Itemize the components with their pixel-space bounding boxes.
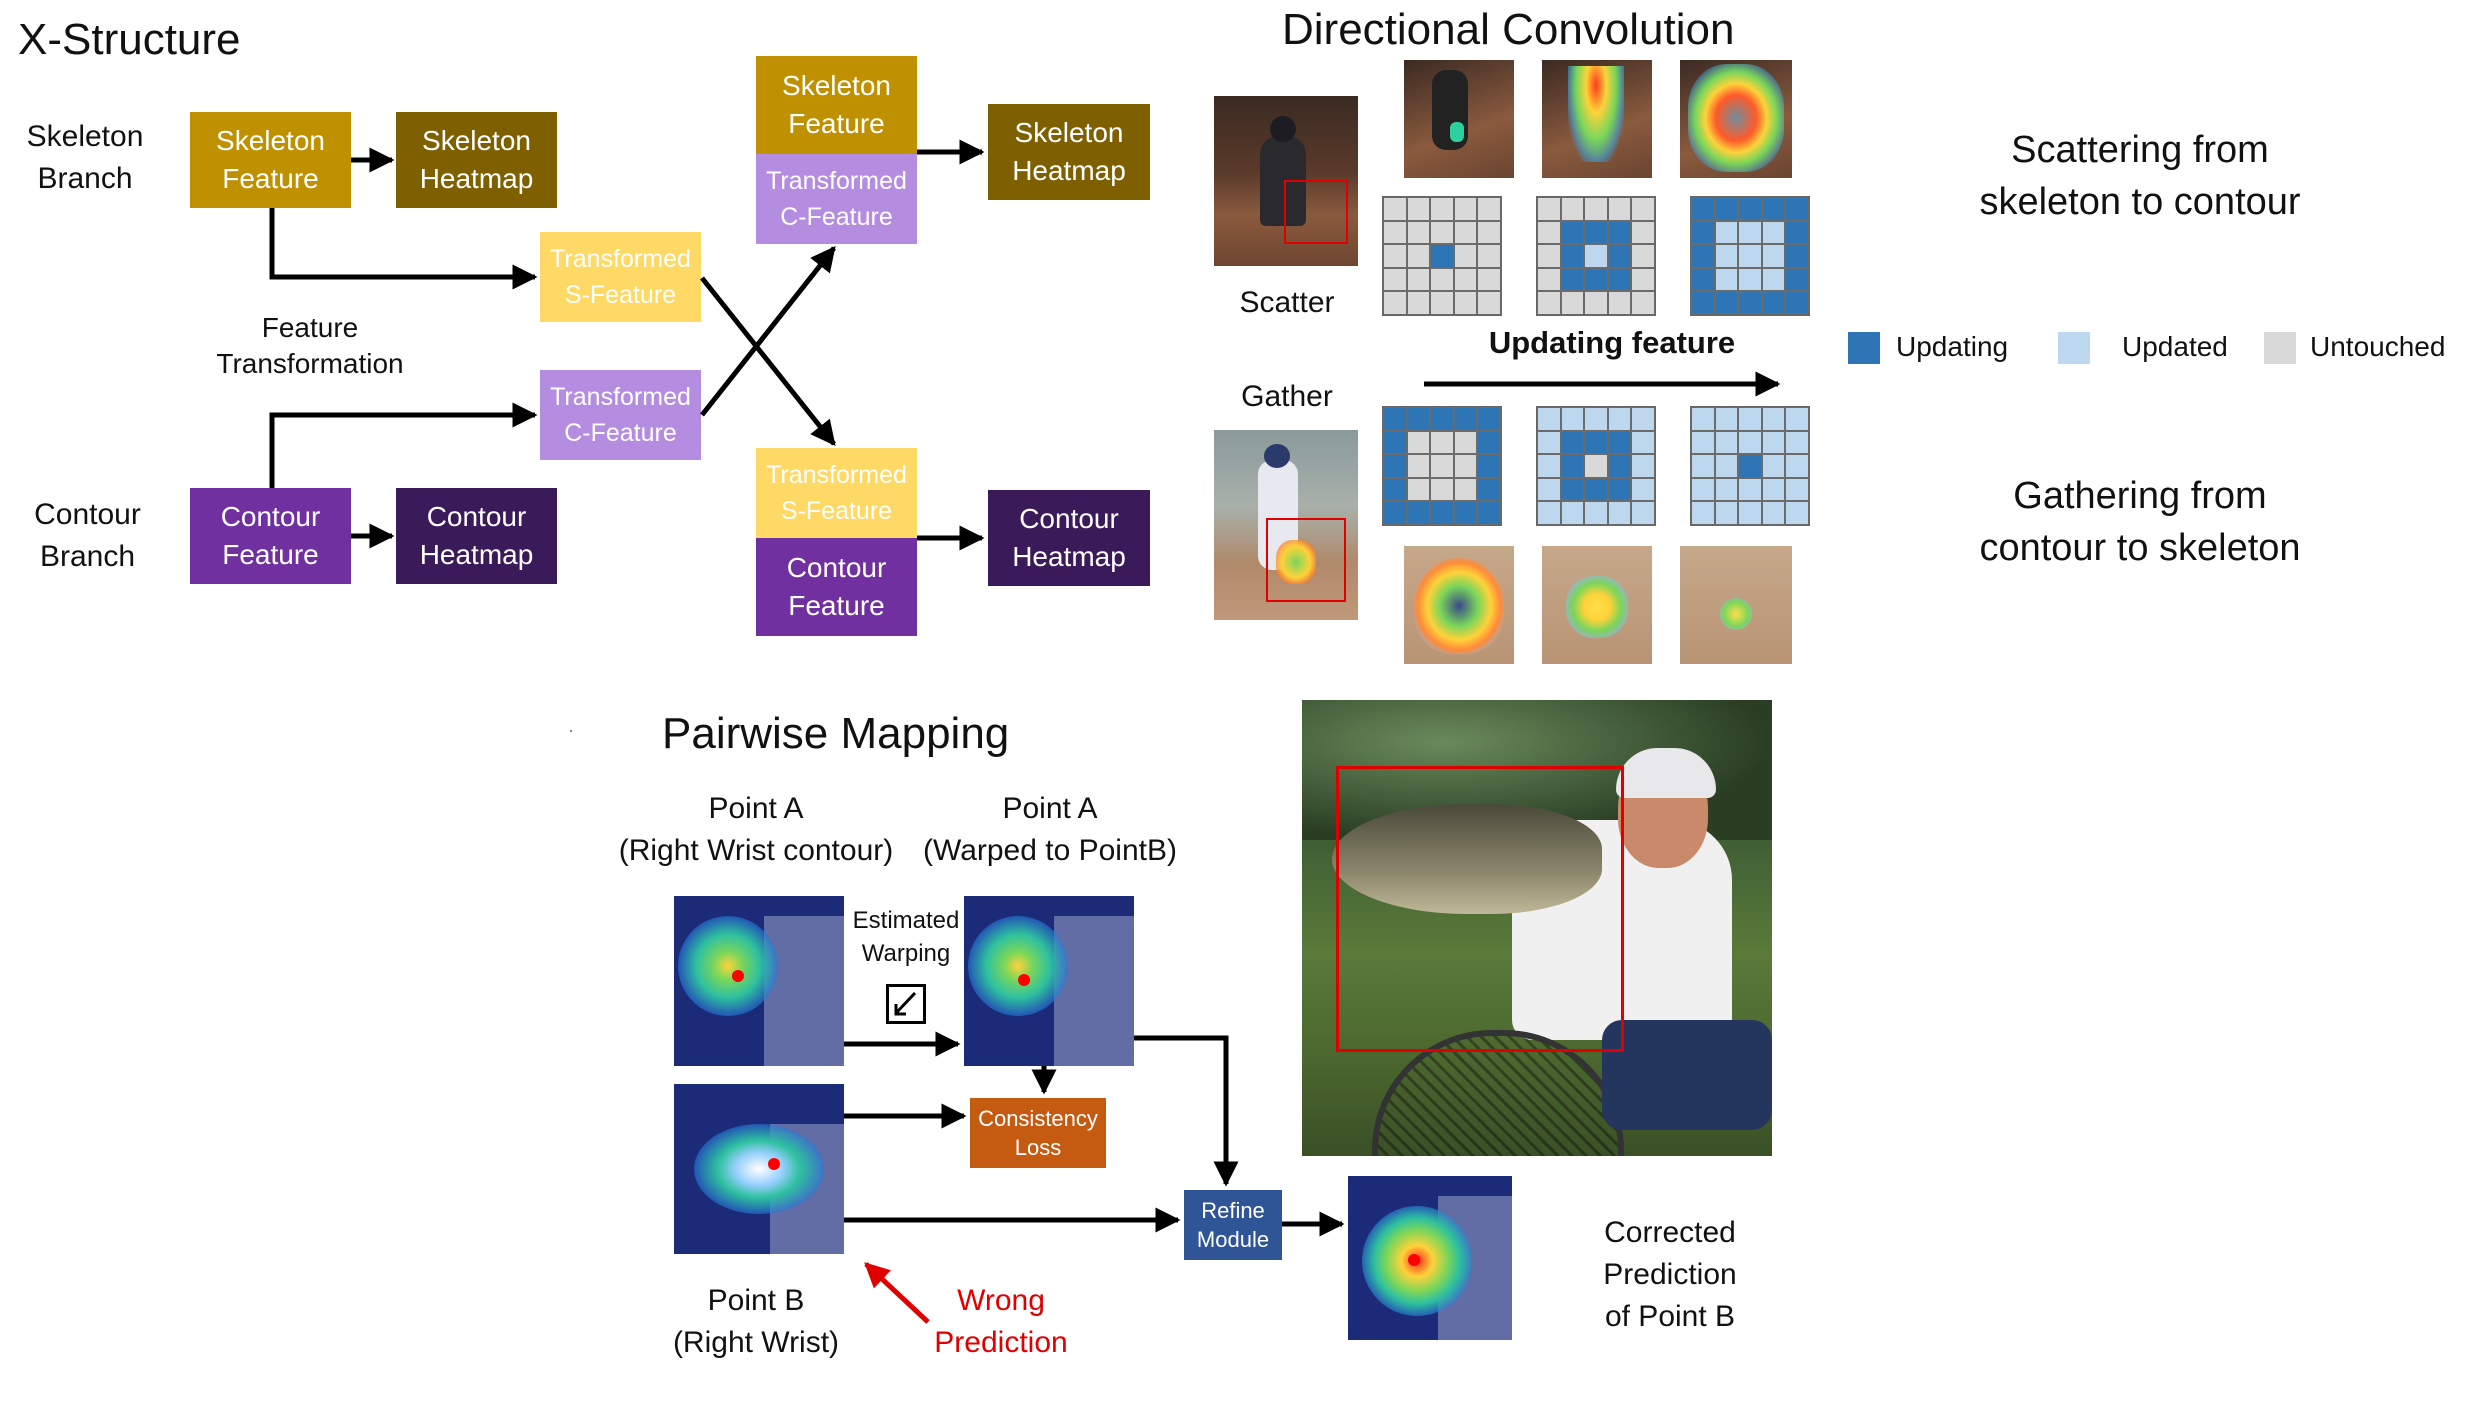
gather-roi-box xyxy=(1266,518,1346,602)
scatter-grid-3 xyxy=(1690,196,1810,316)
out-skeleton-feature-box: Skeleton Feature xyxy=(756,56,917,154)
scatter-crop-1 xyxy=(1404,60,1514,178)
skeleton-branch-label: Skeleton Branch xyxy=(26,120,144,195)
pairwise-title: Pairwise Mapping xyxy=(662,709,1010,758)
out-contour-heatmap-box: Contour Heatmap xyxy=(988,490,1150,586)
skeleton-heatmap-box: Skeleton Heatmap xyxy=(396,112,557,208)
player-head xyxy=(1270,116,1296,142)
out-transformed-s-feature-box: Transformed S-Feature xyxy=(756,448,917,538)
transformed-c-feature-box: Transformed C-Feature xyxy=(540,370,701,460)
out-transformed-c-feature-box: Transformed C-Feature xyxy=(756,154,917,244)
warping-icon xyxy=(886,984,926,1024)
corrected-label: Corrected Prediction of Point B xyxy=(1603,1216,1737,1333)
gather-crop-1 xyxy=(1404,546,1514,664)
estimated-warping-label: Estimated Warping xyxy=(852,907,960,967)
point-a-warped-heatmap xyxy=(964,896,1134,1066)
gather-crop-3 xyxy=(1680,546,1792,664)
skeleton-feature-box: Skeleton Feature xyxy=(190,112,351,208)
directional-title: Directional Convolution xyxy=(1282,5,1735,54)
out-contour-feature-box: Contour Feature xyxy=(756,538,917,636)
fish xyxy=(1332,804,1602,914)
out-skeleton-heatmap-box: Skeleton Heatmap xyxy=(988,104,1150,200)
scatter-caption: Scattering from skeleton to contour xyxy=(1979,129,2301,223)
gather-label: Gather xyxy=(1241,380,1333,413)
person-shorts xyxy=(1602,1020,1772,1130)
gather-photo xyxy=(1214,430,1358,620)
gather-grid-3 xyxy=(1690,406,1810,526)
contour-heatmap-box: Contour Heatmap xyxy=(396,488,557,584)
updating-feature-label: Updating feature xyxy=(1488,325,1736,360)
gather-grid-2 xyxy=(1536,406,1656,526)
person-cap xyxy=(1616,748,1716,798)
legend-label-updated: Updated xyxy=(2122,331,2228,362)
feature-transformation-label: Feature Transformation xyxy=(216,312,404,379)
wrong-prediction-label: Wrong Prediction xyxy=(934,1284,1068,1359)
gather-grid-1 xyxy=(1382,406,1502,526)
xstructure-title: X-Structure xyxy=(18,15,241,64)
contour-branch-label: Contour Branch xyxy=(34,498,141,573)
scatter-grid-2 xyxy=(1536,196,1656,316)
fisherman-photo xyxy=(1302,700,1772,1156)
scatter-photo xyxy=(1214,96,1358,266)
gather-crop-2 xyxy=(1542,546,1652,664)
stray-dot xyxy=(570,730,572,732)
legend-label-updating: Updating xyxy=(1896,331,2009,362)
legend-label-untouched: Untouched xyxy=(2310,331,2446,362)
scatter-crop-3 xyxy=(1680,60,1792,178)
point-b-label: Point B (Right Wrist) xyxy=(672,1284,840,1359)
corrected-heatmap xyxy=(1348,1176,1512,1340)
legend-swatch-updated xyxy=(2058,332,2090,364)
legend-swatch-updating xyxy=(1848,332,1880,364)
fisherman-roi-box xyxy=(1336,766,1624,1052)
corrected-marker xyxy=(1408,1254,1420,1266)
point-a-warped-marker xyxy=(1018,974,1030,986)
transformed-s-feature-box: Transformed S-Feature xyxy=(540,232,701,322)
scatter-label: Scatter xyxy=(1239,286,1335,319)
scatter-roi-box xyxy=(1284,180,1348,244)
point-a-warped-label: Point A (Warped to PointB) xyxy=(923,792,1177,867)
legend-swatch-untouched xyxy=(2264,332,2296,364)
refine-module-box: Refine Module xyxy=(1184,1190,1282,1260)
point-a-marker xyxy=(732,970,744,982)
point-a-heatmap xyxy=(674,896,844,1066)
scatter-crop-2 xyxy=(1542,60,1652,178)
scatter-grid-1 xyxy=(1382,196,1502,316)
point-a-label: Point A (Right Wrist contour) xyxy=(618,792,894,867)
point-b-heatmap xyxy=(674,1084,844,1254)
point-b-marker xyxy=(768,1158,780,1170)
contour-feature-box: Contour Feature xyxy=(190,488,351,584)
gather-caption: Gathering from contour to skeleton xyxy=(1979,475,2301,569)
consistency-loss-box: Consistency Loss xyxy=(970,1098,1106,1168)
